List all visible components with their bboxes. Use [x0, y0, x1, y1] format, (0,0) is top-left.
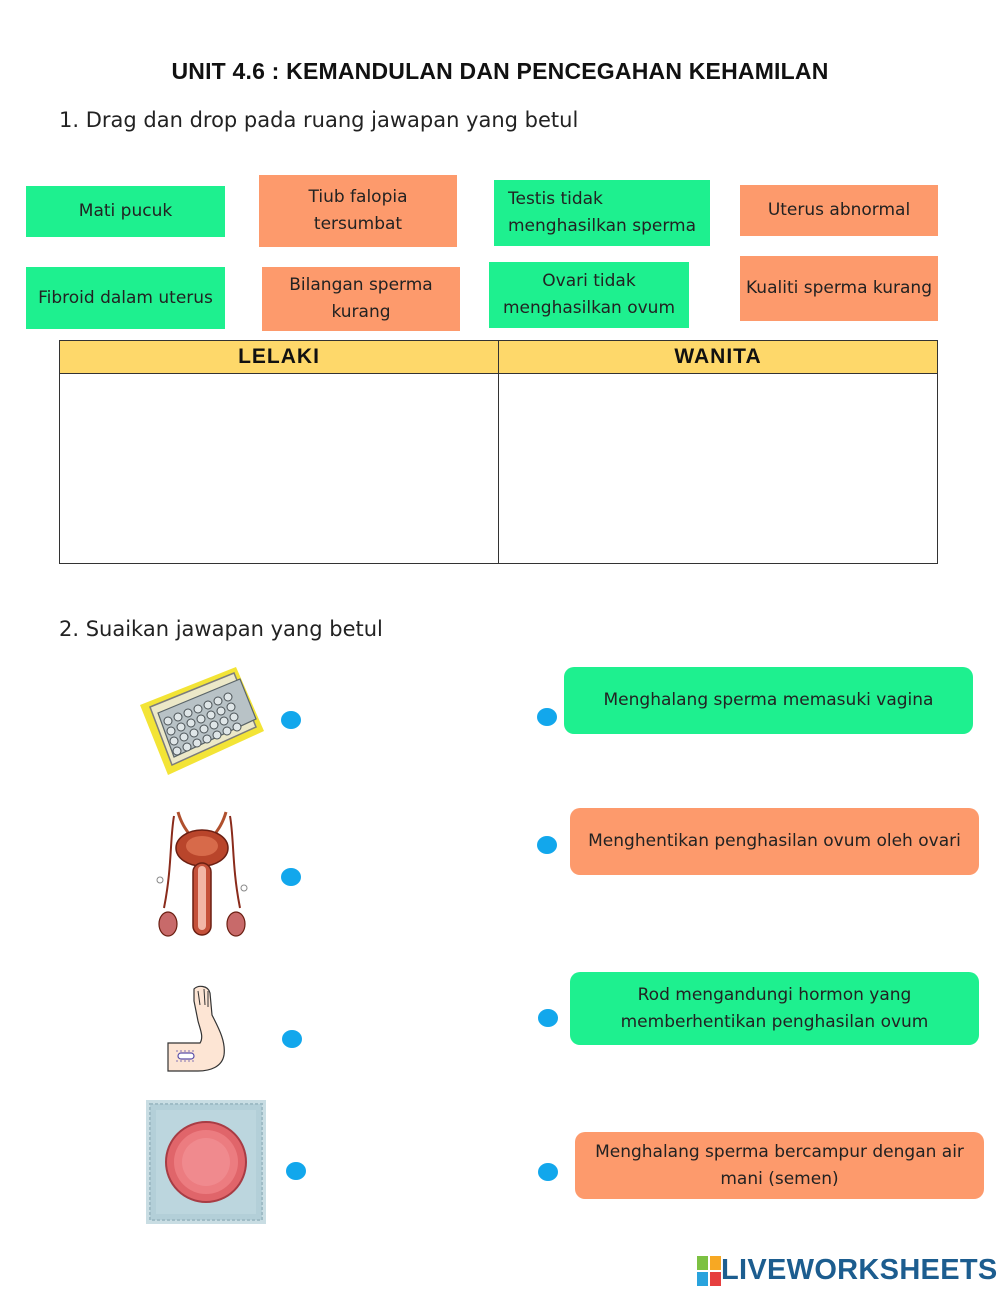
- match-answer-3: Rod mengandungi hormon yang memberhentik…: [570, 972, 979, 1045]
- condom-icon: [146, 1100, 266, 1228]
- question-1-instruction: 1. Drag dan drop pada ruang jawapan yang…: [59, 108, 579, 132]
- column-divider: [498, 341, 499, 563]
- pill-pack-icon: [138, 665, 266, 781]
- match-answer-4: Menghalang sperma bercampur dengan air m…: [575, 1132, 984, 1199]
- match-dot-right-1[interactable]: [537, 708, 557, 726]
- drop-zone-lelaki[interactable]: [60, 374, 498, 563]
- drag-tile-testis[interactable]: Testis tidak menghasilkan sperma: [494, 180, 710, 246]
- column-header-wanita: WANITA: [674, 345, 762, 368]
- arm-implant-icon: [164, 985, 232, 1079]
- match-answer-2: Menghentikan penghasilan ovum oleh ovari: [570, 808, 979, 875]
- column-header-lelaki: LELAKI: [238, 345, 320, 368]
- page-title: UNIT 4.6 : KEMANDULAN DAN PENCEGAHAN KEH…: [171, 58, 829, 84]
- match-dot-left-3[interactable]: [282, 1030, 302, 1048]
- drop-zone-wanita[interactable]: [499, 374, 937, 563]
- liveworksheets-logo: LIVEWORKSHEETS: [697, 1254, 998, 1287]
- drag-tile-kualiti-sperma[interactable]: Kualiti sperma kurang: [740, 256, 938, 321]
- liveworksheets-logo-text: LIVEWORKSHEETS: [721, 1254, 998, 1286]
- match-dot-left-1[interactable]: [281, 711, 301, 729]
- drag-tile-mati-pucuk[interactable]: Mati pucuk: [26, 186, 225, 237]
- match-dot-left-4[interactable]: [286, 1162, 306, 1180]
- male-reproductive-organ-icon: [152, 808, 252, 952]
- match-dot-right-2[interactable]: [537, 836, 557, 854]
- match-dot-left-2[interactable]: [281, 868, 301, 886]
- drag-tile-ovari[interactable]: Ovari tidak menghasilkan ovum: [489, 262, 689, 328]
- match-dot-right-4[interactable]: [538, 1163, 558, 1181]
- match-dot-right-3[interactable]: [538, 1009, 558, 1027]
- drag-tile-tiub-falopia[interactable]: Tiub falopia tersumbat: [259, 175, 457, 247]
- drag-tile-uterus-abnormal[interactable]: Uterus abnormal: [740, 185, 938, 236]
- drag-tile-fibroid[interactable]: Fibroid dalam uterus: [26, 267, 225, 329]
- match-answer-1: Menghalang sperma memasuki vagina: [564, 667, 973, 734]
- drag-tile-bilangan-sperma[interactable]: Bilangan sperma kurang: [262, 267, 460, 331]
- drop-table: LELAKI WANITA: [59, 340, 938, 564]
- liveworksheets-logo-icon: [697, 1255, 721, 1286]
- question-2-instruction: 2. Suaikan jawapan yang betul: [59, 617, 383, 641]
